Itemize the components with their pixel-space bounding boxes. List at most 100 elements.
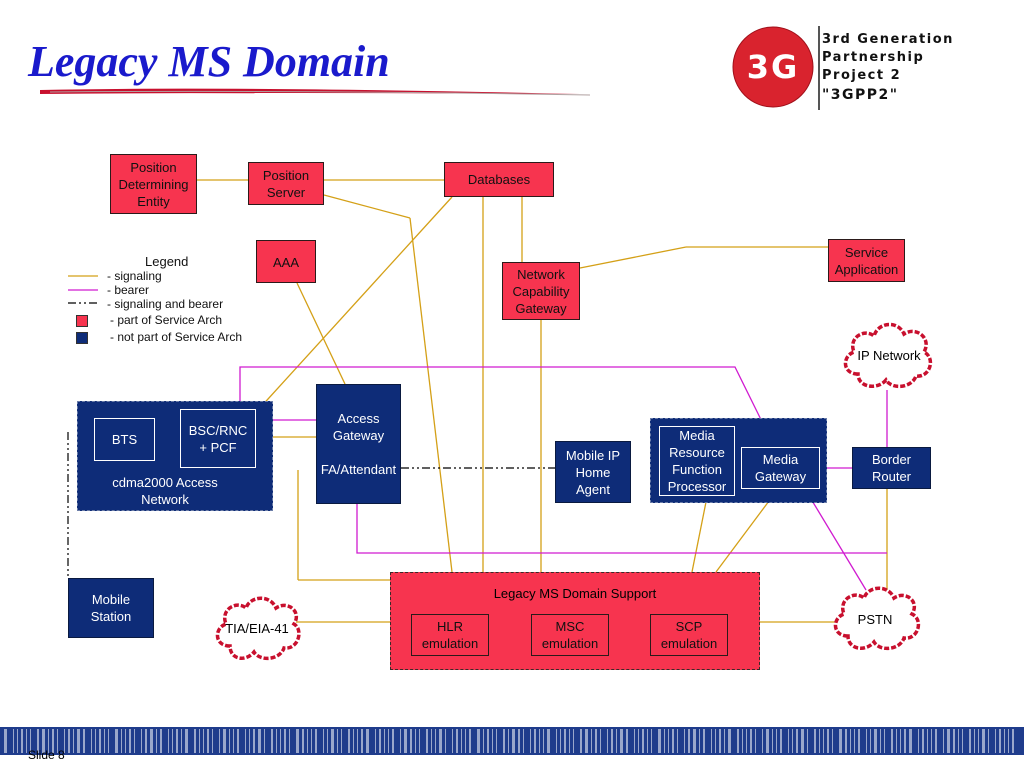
footer-stripe <box>410 729 412 753</box>
footer-stripe <box>445 729 446 753</box>
node-mobile-station[interactable]: Mobile Station <box>68 578 154 638</box>
footer-stripe <box>995 729 996 753</box>
footer-stripe <box>375 729 376 753</box>
footer-stripe <box>73 729 74 753</box>
node-service-application[interactable]: Service Application <box>828 239 905 282</box>
footer-stripe <box>276 729 277 753</box>
footer-stripe <box>591 729 592 753</box>
footer-stripe <box>400 729 401 753</box>
footer-stripe <box>891 729 893 753</box>
node-bts[interactable]: BTS <box>94 418 155 461</box>
footer-stripe <box>900 729 901 753</box>
logo-badge-text: 3G <box>746 48 800 86</box>
footer-stripe <box>212 729 213 753</box>
ip-network-label: IP Network <box>857 348 921 363</box>
legend-item-bearer: - bearer <box>107 283 150 297</box>
footer-stripe <box>141 729 142 753</box>
line-ps-legacy <box>323 194 411 219</box>
footer-stripe <box>958 729 959 753</box>
footer-stripe <box>560 729 561 753</box>
footer-stripe <box>839 729 842 753</box>
footer-stripe <box>638 729 639 753</box>
footer-stripe <box>284 729 286 753</box>
footer-stripe <box>233 729 234 753</box>
footer-stripe <box>668 729 669 753</box>
ip-network-cloud-icon[interactable] <box>840 316 936 392</box>
footer-stripe <box>341 729 342 753</box>
node-msc-emulation[interactable]: MSC emulation <box>531 614 609 656</box>
footer-stripe <box>530 729 531 753</box>
node-media-gateway[interactable]: Media Gateway <box>741 447 820 489</box>
footer-stripe <box>461 729 462 753</box>
footer-stripe <box>492 729 493 753</box>
footer-stripe <box>728 729 731 753</box>
tia-cloud-icon[interactable] <box>212 592 302 664</box>
node-databases[interactable]: Databases <box>444 162 554 197</box>
footer-stripe <box>469 729 471 753</box>
footer-stripe <box>556 729 557 753</box>
node-mrfp[interactable]: Media Resource Function Processor <box>659 426 735 496</box>
footer-stripe <box>37 729 39 753</box>
footer-stripe <box>850 729 851 753</box>
line-mgw-pstn <box>804 488 867 591</box>
footer-stripe <box>699 729 700 753</box>
node-pde[interactable]: Position Determining Entity <box>110 154 197 214</box>
node-scp-emulation[interactable]: SCP emulation <box>650 614 728 656</box>
footer-stripe <box>353 729 354 753</box>
footer-stripe <box>145 729 147 753</box>
legend-blue-swatch <box>76 332 88 344</box>
node-ncg[interactable]: Network Capability Gateway <box>502 262 580 320</box>
footer-stripe <box>296 729 299 753</box>
footer-stripe <box>439 729 442 753</box>
footer-stripe <box>361 729 363 753</box>
footer-stripe <box>258 729 261 753</box>
footer-stripe <box>845 729 847 753</box>
footer-stripe <box>772 729 773 753</box>
footer-stripe <box>95 729 96 753</box>
line-ncg-sa <box>579 246 687 269</box>
node-position-server[interactable]: Position Server <box>248 162 324 205</box>
footer-stripe <box>780 729 782 753</box>
node-hlr-emulation[interactable]: HLR emulation <box>411 614 489 656</box>
footer-stripe <box>176 729 178 753</box>
footer-stripe <box>452 729 453 753</box>
footer-stripe <box>168 729 169 753</box>
footer-stripe <box>988 729 989 753</box>
line-mgw-legacy <box>715 496 773 573</box>
footer-stripe <box>160 729 162 753</box>
pstn-label: PSTN <box>857 612 893 627</box>
footer-stripe <box>42 729 45 753</box>
slide-number: Slide 8 <box>28 748 65 762</box>
footer-stripe <box>465 729 466 753</box>
node-access-gateway[interactable] <box>316 384 401 504</box>
footer-stripe <box>711 729 712 753</box>
footer-stripe <box>456 729 458 753</box>
footer-stripe <box>503 729 505 753</box>
node-aaa[interactable]: AAA <box>256 240 316 283</box>
pstn-cloud-icon[interactable] <box>830 582 922 654</box>
footer-stripe <box>539 729 540 753</box>
node-mobile-ip-home-agent[interactable]: Mobile IP Home Agent <box>555 441 631 503</box>
footer-stripe <box>1008 729 1009 753</box>
node-border-router[interactable]: Border Router <box>852 447 931 489</box>
footer-stripe <box>672 729 674 753</box>
footer-stripe <box>807 729 808 753</box>
footer-stripe <box>823 729 824 753</box>
line-mrfp-legacy <box>691 496 708 573</box>
footer-stripe <box>77 729 80 753</box>
footer-stripe <box>776 729 777 753</box>
footer-stripe <box>392 729 394 753</box>
footer-stripe <box>48 729 49 753</box>
line-db-bsc <box>257 196 453 411</box>
footer-stripe <box>684 729 685 753</box>
legend-item-signaling-bearer: - signaling and bearer <box>107 297 224 311</box>
footer-stripe <box>564 729 566 753</box>
footer-stripe <box>922 729 924 753</box>
footer-stripe <box>884 729 885 753</box>
footer-stripe <box>755 729 756 753</box>
footer-stripe <box>331 729 334 753</box>
node-bsc-rnc-pcf[interactable]: BSC/RNC + PCF <box>180 409 256 468</box>
footer-stripe <box>83 729 85 753</box>
footer-stripe <box>595 729 597 753</box>
